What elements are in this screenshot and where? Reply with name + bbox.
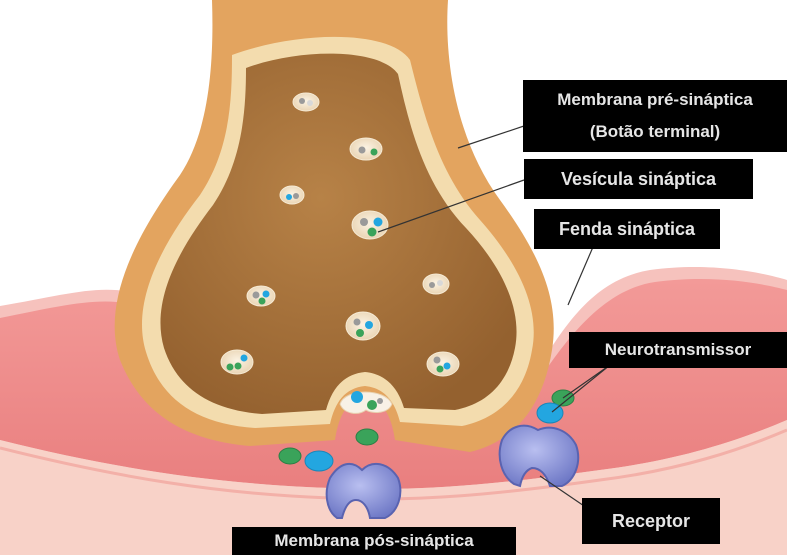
vesicle — [221, 350, 253, 374]
vesicle — [427, 352, 459, 376]
vesicle — [293, 93, 319, 111]
neurotransmitter-green — [356, 429, 378, 445]
label-presynaptic-line2: (Botão terminal) — [590, 116, 720, 148]
label-postsynaptic-text: Membrana pós-sináptica — [274, 531, 473, 551]
label-postsynaptic-membrane: Membrana pós-sináptica — [232, 527, 516, 555]
label-presynaptic-line1: Membrana pré-sináptica — [557, 84, 753, 116]
vesicle — [346, 312, 380, 340]
vesicle — [423, 274, 449, 294]
label-receptor-text: Receptor — [612, 511, 690, 532]
label-synaptic-vesicle-text: Vesícula sináptica — [561, 169, 716, 190]
vesicle — [352, 211, 388, 239]
label-neurotransmitter: Neurotransmissor — [569, 332, 787, 368]
vesicle — [350, 138, 382, 160]
label-neurotransmitter-text: Neurotransmissor — [605, 340, 751, 360]
label-synaptic-vesicle: Vesícula sináptica — [524, 159, 753, 199]
label-receptor: Receptor — [582, 498, 720, 544]
label-synaptic-cleft: Fenda sináptica — [534, 209, 720, 249]
neurotransmitter-green — [279, 448, 301, 464]
neurotransmitter-blue — [305, 451, 333, 471]
label-presynaptic-membrane: Membrana pré-sináptica (Botão terminal) — [523, 80, 787, 152]
vesicle — [280, 186, 304, 204]
label-synaptic-cleft-text: Fenda sináptica — [559, 219, 695, 240]
vesicle — [247, 286, 275, 306]
